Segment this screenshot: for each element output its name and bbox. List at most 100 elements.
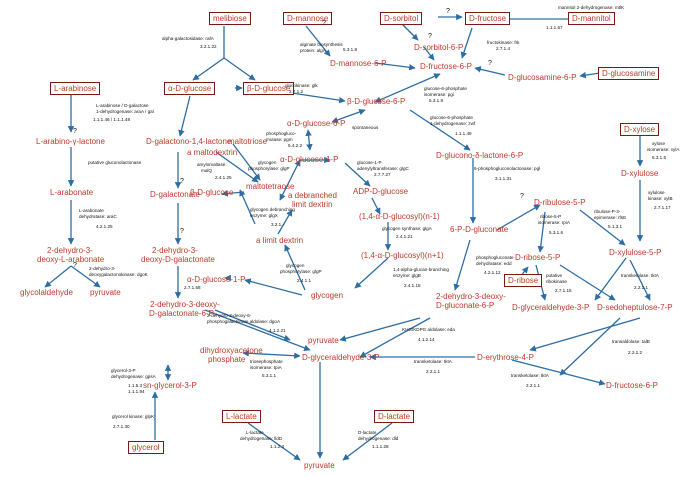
ec-number: 2.4.1.25 (215, 175, 232, 180)
enzyme-label: transaldolase: talB (612, 339, 650, 344)
d-glucono-lactone-6p-node: D-glucono-δ-lactone-6-P (436, 151, 524, 160)
unknown-step-mark: ? (180, 178, 184, 185)
unknown-step-mark: ? (446, 8, 450, 15)
ec-number: 2.2.1.1 (426, 369, 441, 374)
ec-number: 5.3.1.9 (429, 98, 444, 103)
ec-number: 5.1.3.1 (608, 224, 623, 229)
ec-number: 2.2.1.1 (634, 285, 649, 290)
ec-number: 4.2.1.25 (96, 224, 113, 229)
unknown-step-mark: ? (73, 262, 77, 269)
enzyme-label: 1-dehydrogenase: araA / gal (96, 109, 154, 114)
ec-number: 2.2.1.1 (526, 383, 541, 388)
ec-number: 2.4.1.21 (396, 234, 413, 239)
d-glyceraldehyde-3p-center-node: D-glyceraldehyde-3-P (302, 353, 380, 362)
enzyme-label: mannitol 2-dehydrogenase: mtlK (558, 5, 625, 10)
enzyme-label: kinase: xylB (648, 196, 673, 201)
enzyme-label: KHG/KDPG aldolase: eda (402, 327, 455, 332)
maltotetraose-node: maltotetraose (246, 182, 295, 191)
glucosyl-n-node: (1,4-α-D-glucosyl)(n+1) (361, 251, 444, 260)
dehydro-gluconate-6p-line2: D-gluconate-6-P (436, 301, 495, 310)
enzyme-label: isomerase: tpiA (250, 365, 282, 370)
enzyme-label: transketolase: tktA (511, 373, 549, 378)
ec-number: 1.1.1.67 (546, 25, 563, 30)
debranched-limit-dextrin-line1: a debranched (288, 191, 337, 200)
enzyme-label: epimerase: rfsE (594, 215, 627, 220)
unknown-step-mark: ? (180, 228, 184, 235)
unknown-step-mark: ? (322, 20, 326, 27)
unknown-step-mark: ? (520, 193, 524, 200)
glycerol-node: glycerol (128, 441, 164, 454)
ec-number: 2.7.1.2 (289, 89, 304, 94)
d-mannitol-node: D-mannitol (568, 12, 615, 25)
enzyme-label: putative gluconolactonase (88, 160, 142, 165)
ec-number: 2.4.1.18 (404, 283, 421, 288)
glycolaldehyde-node: glycolaldehyde (20, 288, 73, 297)
ec-number: 4.1.2.14 (418, 337, 435, 342)
melibiose-node: melibiose (209, 12, 251, 25)
d-sorbitol-6p-node: D-sorbitol-6-P (414, 43, 464, 52)
ec-number: 4.2.1.12 (484, 270, 501, 275)
ec-number: 2.7.1.58 (184, 285, 201, 290)
enzyme-label: D-lactate (358, 430, 377, 435)
d-ribose-5p-node: D-ribose-5-P (515, 253, 561, 262)
enzyme-label: 1,4-alpha-glucan-branching (393, 267, 449, 272)
dehydro-galactonate-6p-line1: 2-dehydro-3-deoxy- (150, 300, 220, 309)
a-d-glucose-1p-lower-node: α-D-glucose-1-P (187, 275, 246, 284)
l-arabinose-node: L-arabinose (50, 82, 101, 95)
pyruvate-bottom-node: pyruvate (304, 461, 335, 470)
ec-number: 2.2.1.2 (628, 350, 643, 355)
d-fructose-node: D-fructose (465, 12, 510, 25)
enzyme-label: malQ (201, 168, 212, 173)
d-glucosamine-6p-node: D-glucosamine-6-P (508, 73, 577, 82)
d-lactate-node: D-lactate (374, 410, 415, 423)
ec-number: 2.7.7.27 (374, 172, 391, 177)
enzyme-label: transketolase: tktA (621, 273, 659, 278)
enzyme-label: 1-dehydrogenase: zwf (430, 121, 476, 126)
sn-glycerol-3p-node: sn-glycerol-3-P (143, 381, 197, 390)
d-sorbitol-node: D-sorbitol (380, 12, 423, 25)
ec-number: 1.1.1.94 (128, 389, 145, 394)
enzyme-label: alpha-galactosidase: rafA (162, 36, 214, 41)
a-maltodextrin-node: a maltodextrin (187, 148, 238, 157)
dehydro-galactonate-6p-line2: D-galactonate-6-P (149, 309, 214, 318)
enzyme-label: deoxygalactonokinase: dgoK (89, 272, 148, 277)
b-d-glucose-node: β-D-glucose (243, 82, 295, 95)
enzyme-label: amylomaltase: (197, 162, 227, 167)
enzyme-label: dehydrogenase: lldD (240, 436, 283, 441)
glucosyl-n-minus1-node: (1,4-α-D-glucosyl)(n-1) (359, 212, 440, 221)
d-erythrose-4p-node: D-erythrose-4-P (477, 353, 534, 362)
maltotriose-node: maltotriose (228, 137, 268, 146)
ec-number: 5.3.1.1 (262, 373, 277, 378)
enzyme-label: triosephosphate (250, 359, 283, 364)
enzyme-label: isomerase: xylA (647, 147, 680, 152)
ec-number: 2.7.1.30 (113, 424, 130, 429)
enzyme-label: transketolase: tktA (414, 359, 452, 364)
dehydro-gluconate-6p-line1: 2-dehydro-3-deoxy- (436, 292, 506, 301)
enzyme-label: 6-phosphogluconolactonase: pgl (474, 166, 541, 171)
enzyme-label: glycogen (286, 263, 305, 268)
a-d-glucose-node: α-D-glucose (164, 82, 216, 95)
b-d-glucose-6p-node: β-D-glucose-6-P (347, 97, 406, 106)
enzyme-label: glycerol kinase: glpK (112, 414, 155, 419)
d-fructose-6p-lower-node: D-fructose-6-P (606, 381, 659, 390)
enzyme-label: glycogen synthase: glgA (382, 226, 432, 231)
enzyme-label: enzyme: glgX (250, 213, 278, 218)
enzyme-label: spontaneous (352, 125, 379, 130)
enzyme-label: L-lactate (246, 430, 264, 435)
pyruvate-middle-node: pyruvate (308, 336, 339, 345)
enzyme-label: alginate biosynthesis (300, 42, 343, 47)
l-lactate-node: L-lactate (222, 410, 261, 423)
enzyme-label: isomerase: rpiA (538, 220, 570, 225)
unknown-step-mark: ? (488, 60, 492, 67)
ec-number: 1.1.2.3 (270, 444, 285, 449)
d-xylulose-node: D-xylulose (621, 169, 659, 178)
dehydro-deoxy-arabonate-line2: deoxy-L-arabonate (37, 255, 105, 264)
enzyme-label: phosphorylase: glgP (248, 166, 290, 171)
dhap-line1: dihydroxyacetone (200, 346, 263, 355)
enzyme-label: phosphogalactonate aldolase: dgoA (207, 319, 281, 324)
a-limit-dextrin-node: a limit dextrin (256, 236, 304, 245)
dehydro-deoxy-galactonate-line2: deoxy-D-galactonate (141, 255, 215, 264)
enzyme-label: ribulose-P-3- (594, 209, 621, 214)
debranched-limit-dextrin-line2: limit dextrin (292, 200, 333, 209)
enzyme-label: glycogen debranching (250, 207, 295, 212)
